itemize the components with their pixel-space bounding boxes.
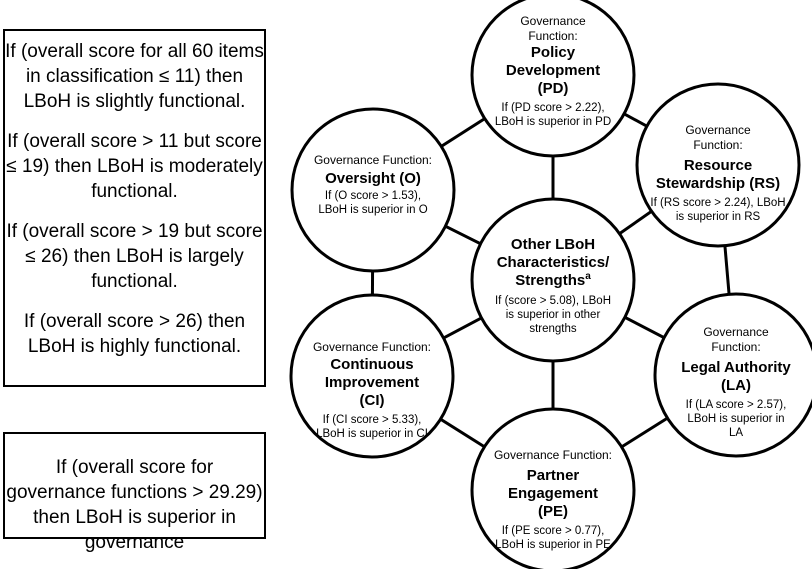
node-pd-function-label: Governance Function: [520,14,586,43]
node-circle-o [290,107,456,273]
node-center-superscript: a [585,271,591,282]
governance-superior-box: If (overall score for governance functio… [3,432,266,553]
node-ci: Governance Function: Continuous Improvem… [302,340,442,441]
node-la-function-label: Governance Function: [703,325,769,354]
node-rs-function-label: Governance Function: [685,123,751,152]
node-center-name: Other LBoH Characteristics/ Strengthsa [493,236,613,290]
node-rs-condition: If (RS score > 2.24), LBoH is superior i… [650,197,786,223]
node-pd-name: Policy Development (PD) [505,44,601,97]
node-rs: Governance Function: Resource Stewardshi… [648,123,788,224]
node-circle-la [653,292,812,458]
node-o-name: Oversight (O) [325,170,421,187]
classification-rules-box: If (overall score for all 60 items in cl… [3,29,266,387]
rule-moderately-functional: If (overall score > 11 but score ≤ 19) t… [6,131,263,202]
node-center-condition: If (score > 5.08), LBoH is superior in o… [494,295,611,335]
node-pe: Governance Function: Partner Engagement … [483,448,623,552]
node-la-name: Legal Authority (LA) [681,359,791,394]
node-ci-function-label: Governance Function: [312,340,432,354]
node-rs-name: Resource Stewardship (RS) [655,157,781,192]
node-pe-condition: If (PE score > 0.77), LBoH is superior i… [495,525,611,551]
node-circle-center [470,197,636,363]
node-circle-ci [289,293,455,459]
rule-slightly-functional: If (overall score for all 60 items in cl… [5,41,264,112]
node-la: Governance Function: Legal Authority (LA… [674,325,798,440]
node-circle-pd [470,0,636,158]
node-la-condition: If (LA score > 2.57), LBoH is superior i… [685,399,787,439]
node-circle-pe [470,407,636,569]
node-ci-name: Continuous Improvement (CI) [324,356,420,409]
governance-superior-rule: If (overall score for governance functio… [6,457,263,553]
node-ci-condition: If (CI score > 5.33), LBoH is superior i… [316,414,428,440]
node-pe-function-label: Governance Function: [493,448,613,462]
node-o: Governance Function: Oversight (O) If (O… [301,153,445,217]
node-circle-rs [635,82,801,248]
rule-largely-functional: If (overall score > 19 but score ≤ 26) t… [6,221,263,292]
rule-highly-functional: If (overall score > 26) then LBoH is hig… [23,311,246,357]
node-center-name-text: Other LBoH Characteristics/ Strengths [496,236,610,289]
node-o-condition: If (O score > 1.53), LBoH is superior in… [318,190,428,216]
node-pe-name: Partner Engagement (PE) [507,467,598,520]
node-o-function-label: Governance Function: [313,153,433,167]
node-pd: Governance Function: Policy Development … [488,14,618,129]
node-pd-condition: If (PD score > 2.22), LBoH is superior i… [494,102,612,128]
node-center: Other LBoH Characteristics/ Strengthsa I… [483,236,623,336]
